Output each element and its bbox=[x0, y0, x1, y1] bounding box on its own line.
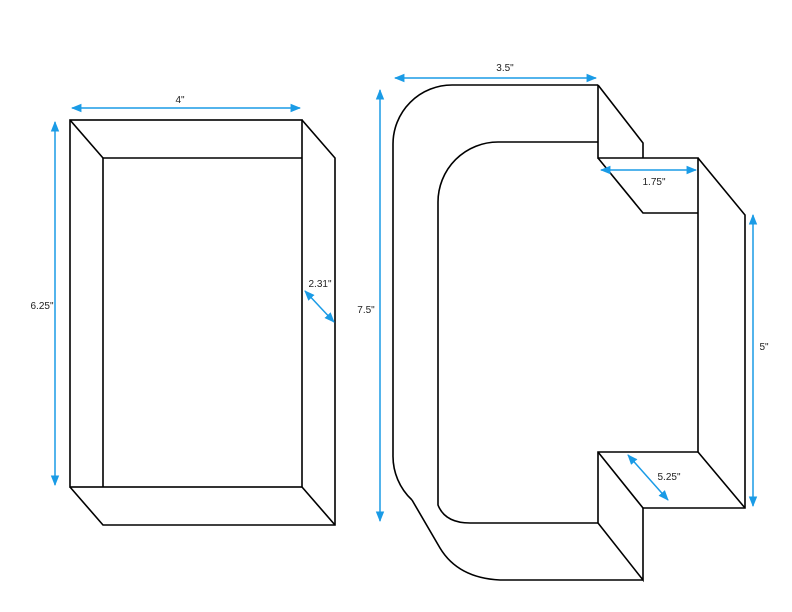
height-label: 6.25" bbox=[30, 301, 53, 312]
depth-label: 2.31" bbox=[308, 279, 331, 290]
right-shape-inner-front bbox=[437, 141, 598, 524]
left-box-dimensions: 4" 6.25" 2.31" bbox=[30, 95, 335, 487]
left-box-bottom-right-bevel bbox=[301, 486, 336, 526]
tab-width-label: 1.75" bbox=[642, 177, 665, 188]
left-box-inner-edges bbox=[102, 157, 302, 487]
depth-dimension-arrow bbox=[304, 290, 335, 323]
left-box-side-bottom bbox=[69, 119, 336, 526]
left-box-top-left-bevel bbox=[69, 119, 104, 159]
left-box-outer-front bbox=[69, 119, 303, 488]
right-shape-top-bevel bbox=[597, 84, 644, 158]
height-label: 7.5" bbox=[357, 305, 375, 316]
right-shape-dimensions: 3.5" 7.5" 1.75" 5" 5.25" bbox=[357, 63, 769, 523]
right-shape bbox=[392, 84, 746, 583]
tab-height-label: 5" bbox=[759, 342, 769, 353]
right-shape-right-edges bbox=[597, 85, 746, 583]
left-box bbox=[69, 119, 336, 526]
width-label: 4" bbox=[175, 95, 185, 106]
tab-depth-label: 5.25" bbox=[657, 472, 680, 483]
top-width-label: 3.5" bbox=[496, 63, 514, 74]
tab-depth-dimension-arrow bbox=[627, 454, 669, 501]
right-shape-back-bottom bbox=[411, 499, 643, 581]
right-shape-outer-front bbox=[392, 84, 598, 501]
right-shape-upper-tab bbox=[597, 157, 698, 214]
